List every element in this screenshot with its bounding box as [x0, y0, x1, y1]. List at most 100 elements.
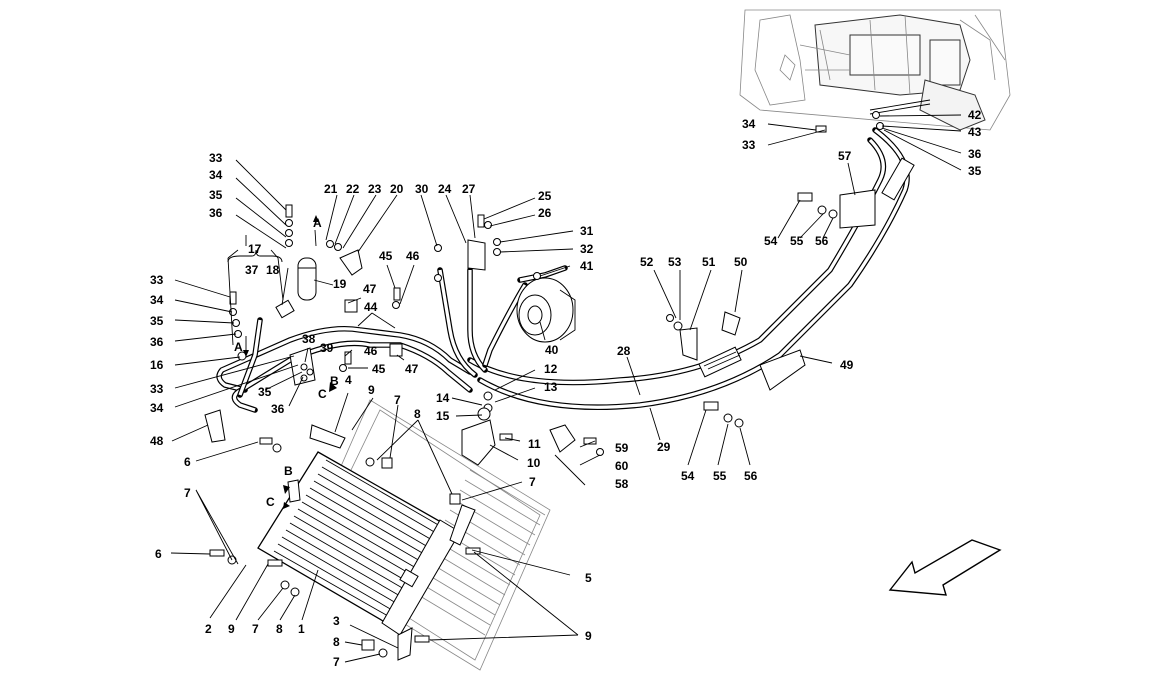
part-number-label: 53 — [668, 255, 682, 269]
part-number-label: 15 — [436, 409, 450, 423]
part-number-label: 35 — [968, 164, 982, 178]
fasteners — [209, 111, 884, 658]
part-number-label: 55 — [713, 469, 727, 483]
part-number-label: 48 — [150, 434, 164, 448]
part-number-label: 56 — [815, 234, 829, 248]
part-number-label: 33 — [209, 151, 223, 165]
part-number-label: 9 — [368, 383, 375, 397]
part-number-label: 16 — [150, 358, 164, 372]
part-number-label: C — [266, 495, 275, 509]
part-number-label: 8 — [414, 407, 421, 421]
part-number-label: 43 — [968, 125, 982, 139]
part-number-label: 47 — [405, 362, 419, 376]
part-number-label: 3 — [333, 614, 340, 628]
part-number-label: 7 — [184, 486, 191, 500]
part-number-label: 34 — [150, 293, 164, 307]
part-number-label: 51 — [702, 255, 716, 269]
part-number-label: 42 — [968, 108, 982, 122]
part-number-label: 24 — [438, 182, 452, 196]
part-number-label: 59 — [615, 441, 629, 455]
part-number-label: 47 — [363, 282, 377, 296]
condenser — [257, 451, 461, 636]
part-number-label: B — [330, 374, 339, 388]
receiver-dryer — [297, 257, 317, 301]
part-number-label: 60 — [615, 459, 629, 473]
part-number-label: 7 — [333, 655, 340, 669]
part-number-label: 34 — [150, 401, 164, 415]
part-number-label: 19 — [333, 277, 347, 291]
part-number-label: 32 — [580, 242, 594, 256]
part-number-label: 33 — [150, 273, 164, 287]
part-number-label: 6 — [184, 455, 191, 469]
part-number-label: 41 — [580, 259, 594, 273]
part-number-label: 29 — [657, 440, 671, 454]
part-number-label: 26 — [538, 206, 552, 220]
part-number-label: 31 — [580, 224, 594, 238]
part-number-label: 25 — [538, 189, 552, 203]
part-number-label: 52 — [640, 255, 654, 269]
part-number-label: 13 — [544, 380, 558, 394]
part-number-label: 34 — [209, 168, 223, 182]
part-number-label: 54 — [681, 469, 695, 483]
part-number-label: 45 — [379, 249, 393, 263]
part-number-label: 36 — [209, 206, 223, 220]
part-number-label: 8 — [333, 635, 340, 649]
part-number-label: 28 — [617, 344, 631, 358]
part-number-label: 9 — [585, 629, 592, 643]
part-number-label: 36 — [968, 147, 982, 161]
part-number-label: C — [318, 387, 327, 401]
part-number-label: 37 — [245, 263, 259, 277]
part-number-label: A — [313, 216, 322, 230]
part-number-label: 14 — [436, 391, 450, 405]
engine-bay-illustration — [739, 9, 1011, 131]
part-number-label: 7 — [252, 622, 259, 636]
part-number-label: A — [234, 340, 243, 354]
part-number-label: 10 — [527, 456, 541, 470]
part-number-label: 20 — [390, 182, 404, 196]
part-number-label: 40 — [545, 343, 559, 357]
part-number-label: 38 — [302, 332, 316, 346]
part-number-label: 54 — [764, 234, 778, 248]
part-number-label: 36 — [150, 335, 164, 349]
part-number-label: 30 — [415, 182, 429, 196]
part-number-label: 22 — [346, 182, 360, 196]
part-number-label: 2 — [205, 622, 212, 636]
part-number-label: 36 — [271, 402, 285, 416]
part-number-label: 23 — [368, 182, 382, 196]
part-number-label: 12 — [544, 362, 558, 376]
part-number-label: 35 — [209, 188, 223, 202]
part-number-label: 46 — [364, 344, 378, 358]
part-number-label: 11 — [528, 437, 541, 451]
part-number-label: 46 — [406, 249, 420, 263]
reference-arrows — [243, 215, 337, 509]
part-number-label: 4 — [345, 373, 352, 387]
part-number-label: 18 — [266, 263, 280, 277]
part-number-label: 50 — [734, 255, 748, 269]
part-number-label: 58 — [615, 477, 629, 491]
part-number-label: B — [284, 464, 293, 478]
part-number-label: 45 — [372, 362, 386, 376]
pressure-switch — [275, 299, 295, 319]
part-number-label: 8 — [276, 622, 283, 636]
part-number-label: 1 — [298, 622, 305, 636]
part-number-label: 34 — [742, 117, 756, 131]
leader-lines — [170, 114, 962, 663]
part-number-label: 57 — [838, 149, 852, 163]
part-number-label: 33 — [150, 382, 164, 396]
part-number-label: 39 — [320, 341, 334, 355]
part-number-label: 49 — [840, 358, 854, 372]
part-number-label: 9 — [228, 622, 235, 636]
part-number-label: 7 — [529, 475, 536, 489]
part-number-label: 35 — [150, 314, 164, 328]
hose-lines — [216, 127, 915, 413]
part-number-label: 17 — [248, 242, 262, 256]
part-number-label: 44 — [364, 300, 378, 314]
part-number-label: 35 — [258, 385, 272, 399]
direction-arrow-icon — [888, 539, 1002, 596]
group-bracket — [227, 249, 283, 263]
brackets — [204, 189, 876, 661]
part-number-label: 5 — [585, 571, 592, 585]
